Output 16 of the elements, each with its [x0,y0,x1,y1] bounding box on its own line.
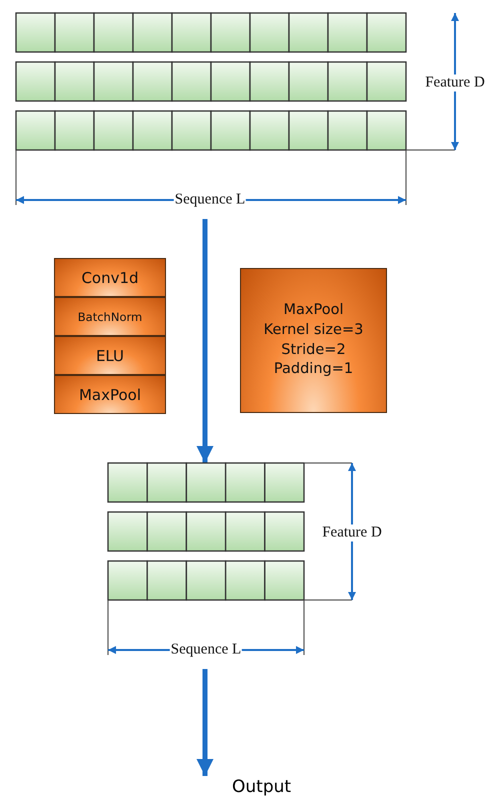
parameter-box [240,268,387,413]
parameter-text: MaxPool [284,301,344,320]
output-label: Output [195,776,305,798]
parameter-text: Kernel size=3 [264,320,364,340]
dimension-label: Feature D [424,74,486,92]
parameter-text: Padding=1 [274,360,354,380]
dimension-label: Sequence L [174,192,246,208]
flow-arrow [196,219,214,463]
layer-box: ELU [54,336,166,375]
parameter-text: Stride=2 [281,340,346,360]
dimension-label: Sequence L [170,642,242,658]
layer-box: MaxPool [54,375,166,414]
layer-box: Conv1d [54,258,166,297]
flow-arrow [196,669,214,776]
dimension-label: Feature D [321,524,383,542]
layer-box: BatchNorm [54,297,166,336]
